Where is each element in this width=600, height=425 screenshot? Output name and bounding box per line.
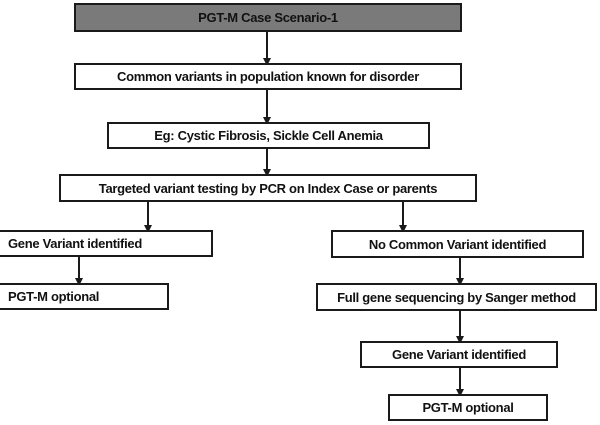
left-gene-variant-text: Gene Variant identified — [8, 236, 142, 251]
no-common-variant-text: No Common Variant identified — [368, 236, 547, 252]
title-box: PGT-M Case Scenario-1 — [74, 3, 462, 32]
example-box: Eg: Cystic Fibrosis, Sickle Cell Anemia — [107, 122, 430, 149]
sanger-box: Full gene sequencing by Sanger method — [316, 283, 597, 311]
left-pgtm-box: PGT-M optional — [0, 283, 169, 310]
example-text: Eg: Cystic Fibrosis, Sickle Cell Anemia — [154, 128, 383, 143]
sanger-text: Full gene sequencing by Sanger method — [337, 289, 576, 305]
targeted-testing-text: Targeted variant testing by PCR on Index… — [98, 180, 438, 196]
common-variants-text: Common variants in population known for … — [117, 69, 419, 84]
right-gene-variant-text: Gene Variant identified — [392, 347, 526, 362]
no-common-variant-box: No Common Variant identified — [331, 230, 584, 258]
common-variants-box: Common variants in population known for … — [74, 63, 462, 90]
left-pgtm-text: PGT-M optional — [8, 289, 100, 304]
left-gene-variant-box: Gene Variant identified — [0, 230, 213, 257]
title-text: PGT-M Case Scenario-1 — [198, 10, 338, 25]
right-gene-variant-box: Gene Variant identified — [360, 341, 558, 368]
right-pgtm-box: PGT-M optional — [388, 394, 548, 421]
right-pgtm-text: PGT-M optional — [422, 400, 514, 415]
targeted-testing-box: Targeted variant testing by PCR on Index… — [59, 174, 477, 202]
